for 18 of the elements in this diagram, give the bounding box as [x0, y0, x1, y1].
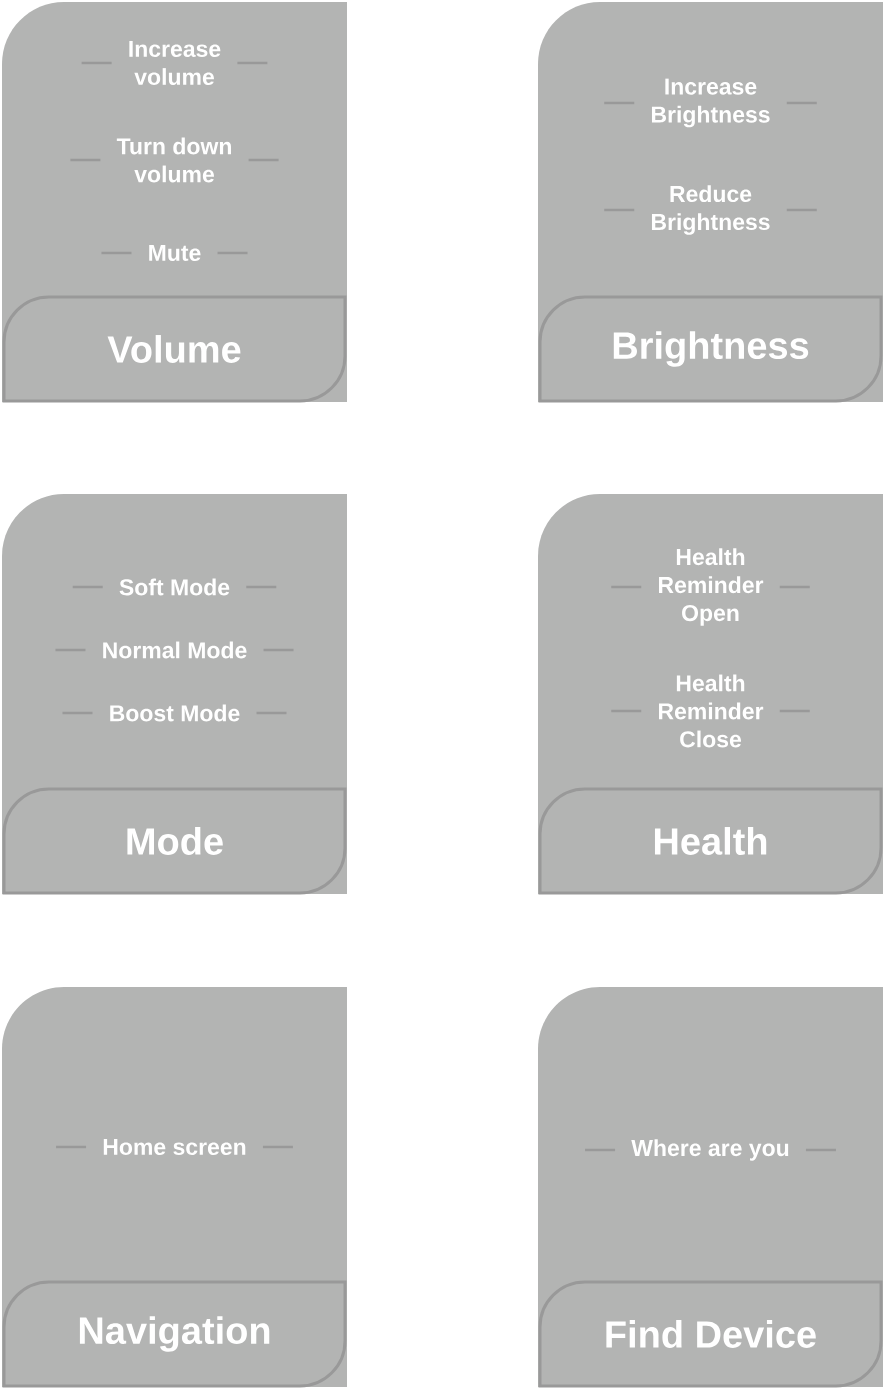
menu-item: Mute	[101, 244, 248, 261]
title-tab: Navigation	[2, 1280, 347, 1388]
title-tab: Mode	[2, 787, 347, 895]
title-tab: Brightness	[538, 295, 883, 403]
title-tab: Health	[538, 787, 883, 895]
menu-item: Soft Mode	[72, 578, 277, 596]
menu-item: Health Reminder Close	[611, 674, 810, 748]
menu-item: Home screen	[56, 1138, 293, 1155]
menu-item: Increase volume	[81, 40, 268, 85]
title-tab: Volume	[2, 295, 347, 403]
menu-item: Turn down volume	[70, 137, 279, 183]
menu-item: Normal Mode	[55, 641, 294, 659]
menu-item: Boost Mode	[62, 704, 287, 722]
menu-item: Health Reminder Open	[611, 548, 810, 626]
menu-item: Increase Brightness	[604, 78, 817, 128]
menu-item: Where are you	[585, 1139, 836, 1161]
menu-item: Reduce Brightness	[604, 185, 817, 235]
title-tab: Find Device	[538, 1280, 883, 1388]
